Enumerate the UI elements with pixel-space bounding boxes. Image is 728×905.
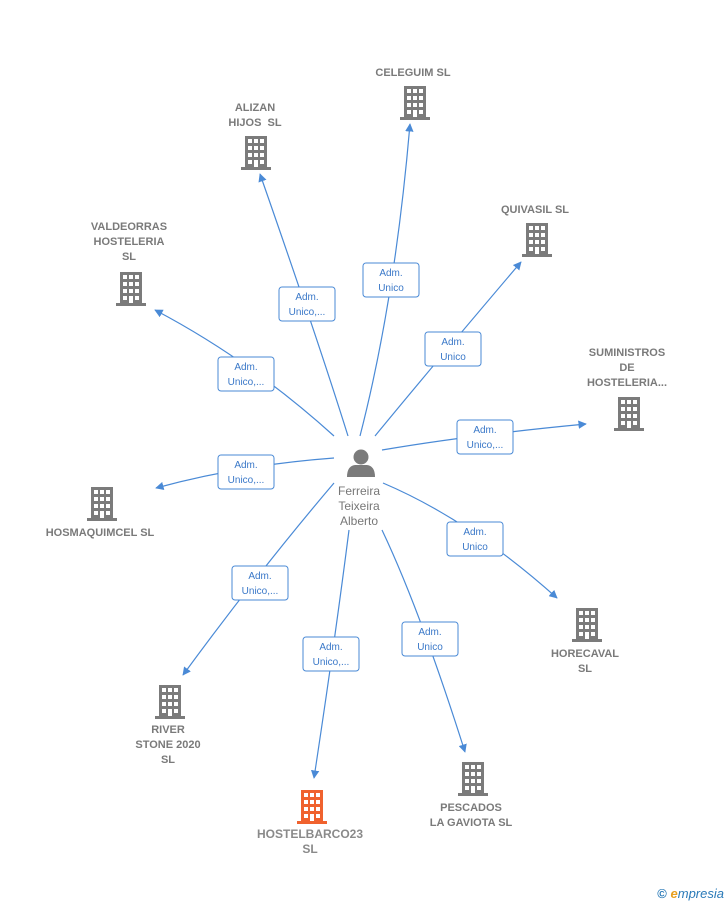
company-name-line: RIVER: [151, 724, 185, 736]
company-node-valdeorras[interactable]: VALDEORRAS HOSTELERIA SL: [91, 221, 167, 306]
copyright-icon: ©: [657, 886, 667, 901]
role-label-box: [362, 262, 420, 298]
role-label-line: Unico,...: [242, 586, 279, 597]
building-icon: [400, 86, 430, 120]
role-label-line: Unico,...: [313, 657, 350, 668]
role-label-box: [217, 356, 275, 392]
role-label-line: Unico,...: [228, 377, 265, 388]
role-label-line: Unico: [440, 352, 466, 363]
role-label-box: [424, 331, 482, 367]
company-name-line: PESCADOS: [440, 802, 502, 814]
role-label-line: Adm.: [418, 627, 441, 638]
role-label-box: [217, 454, 275, 490]
role-label-box: [231, 565, 289, 601]
role-label-line: Adm.: [248, 571, 271, 582]
building-icon: [87, 487, 117, 521]
role-label-box: [278, 286, 336, 322]
company-name-line: HIJOS SL: [228, 117, 281, 129]
role-label-quivasil[interactable]: Adm. Unico: [424, 331, 482, 367]
company-name-line: HOSTELERIA: [94, 236, 165, 248]
company-name-line: HOSTELERIA...: [587, 377, 667, 389]
company-node-quivasil[interactable]: QUIVASIL SL: [501, 204, 569, 257]
role-label-box: [446, 521, 504, 557]
role-label-line: Adm.: [234, 460, 257, 471]
company-node-horecaval[interactable]: HORECAVAL SL: [551, 608, 619, 675]
company-name-line: VALDEORRAS: [91, 221, 167, 233]
building-icon: [614, 397, 644, 431]
role-label-line: Adm.: [319, 642, 342, 653]
role-label-line: Unico: [378, 283, 404, 294]
person-node[interactable]: Ferreira Teixeira Alberto: [338, 449, 380, 529]
footer-brand: © empresia: [657, 886, 724, 901]
role-label-box: [456, 419, 514, 455]
company-name-line: STONE 2020: [135, 739, 200, 751]
company-name-line: HOSTELBARCO23: [257, 827, 363, 841]
role-label-line: Adm.: [463, 527, 486, 538]
company-name-line: SL: [578, 663, 592, 675]
role-labels-layer: Adm.UnicoAdm.Unico,...Adm.UnicoAdm.Unico…: [217, 262, 514, 672]
brand-initial: e: [670, 886, 678, 901]
company-name-line: SL: [302, 842, 317, 856]
building-icon: [522, 223, 552, 257]
company-node-celeguim[interactable]: CELEGUIM SL: [375, 67, 451, 120]
person-name-line-1: Ferreira: [338, 484, 380, 498]
company-name-line: HOSMAQUIMCEL SL: [46, 527, 155, 539]
building-icon: [116, 272, 146, 306]
company-node-hosmaquimcel[interactable]: HOSMAQUIMCEL SL: [46, 487, 155, 539]
building-icon: [572, 608, 602, 642]
person-name-line-3: Alberto: [340, 514, 378, 528]
role-label-line: Unico: [417, 642, 443, 653]
role-label-line: Unico,...: [228, 475, 265, 486]
building-icon: [297, 790, 327, 824]
role-label-hostelbarco[interactable]: Adm. Unico,...: [302, 636, 360, 672]
role-label-riverstone[interactable]: Adm. Unico,...: [231, 565, 289, 601]
brand-name: mpresia: [677, 886, 724, 901]
company-name-line: SUMINISTROS: [589, 347, 665, 359]
role-label-line: Adm.: [473, 425, 496, 436]
role-label-box: [302, 636, 360, 672]
role-label-line: Adm.: [441, 337, 464, 348]
role-label-valdeorras[interactable]: Adm. Unico,...: [217, 356, 275, 392]
edge-alizan: [258, 173, 349, 437]
role-label-line: Unico,...: [289, 307, 326, 318]
company-name-line: ALIZAN: [235, 102, 275, 114]
role-label-line: Adm.: [295, 292, 318, 303]
role-label-line: Adm.: [379, 268, 402, 279]
nodes-layer: CELEGUIM SL ALIZAN HIJOS SL QUIVASIL SL VALD…: [46, 67, 667, 856]
role-label-suministros[interactable]: Adm. Unico,...: [456, 419, 514, 455]
building-icon: [458, 762, 488, 796]
company-name-line: HORECAVAL: [551, 648, 619, 660]
company-node-pescados[interactable]: PESCADOS LA GAVIOTA SL: [430, 762, 513, 829]
role-label-celeguim[interactable]: Adm. Unico: [362, 262, 420, 298]
company-node-alizan[interactable]: ALIZAN HIJOS SL: [228, 102, 282, 170]
role-label-line: Adm.: [234, 362, 257, 373]
role-label-pescados[interactable]: Adm. Unico: [401, 621, 459, 657]
company-name-line: DE: [619, 362, 634, 374]
company-name-line: LA GAVIOTA SL: [430, 817, 513, 829]
role-label-alizan[interactable]: Adm. Unico,...: [278, 286, 336, 322]
building-icon: [155, 685, 185, 719]
role-label-hosmaquimcel[interactable]: Adm. Unico,...: [217, 454, 275, 490]
role-label-line: Unico,...: [467, 440, 504, 451]
company-name-line: QUIVASIL SL: [501, 204, 569, 216]
role-label-horecaval[interactable]: Adm. Unico: [446, 521, 504, 557]
role-label-line: Unico: [462, 542, 488, 553]
edges-layer: [154, 123, 587, 779]
company-node-suministros[interactable]: SUMINISTROS DE HOSTELERIA...: [587, 347, 667, 431]
person-icon: [347, 449, 375, 477]
building-icon: [241, 136, 271, 170]
company-name-line: SL: [161, 754, 175, 766]
company-name-line: CELEGUIM SL: [375, 67, 450, 79]
person-name-line-2: Teixeira: [338, 499, 380, 513]
company-name-line: SL: [122, 251, 136, 263]
role-label-box: [401, 621, 459, 657]
